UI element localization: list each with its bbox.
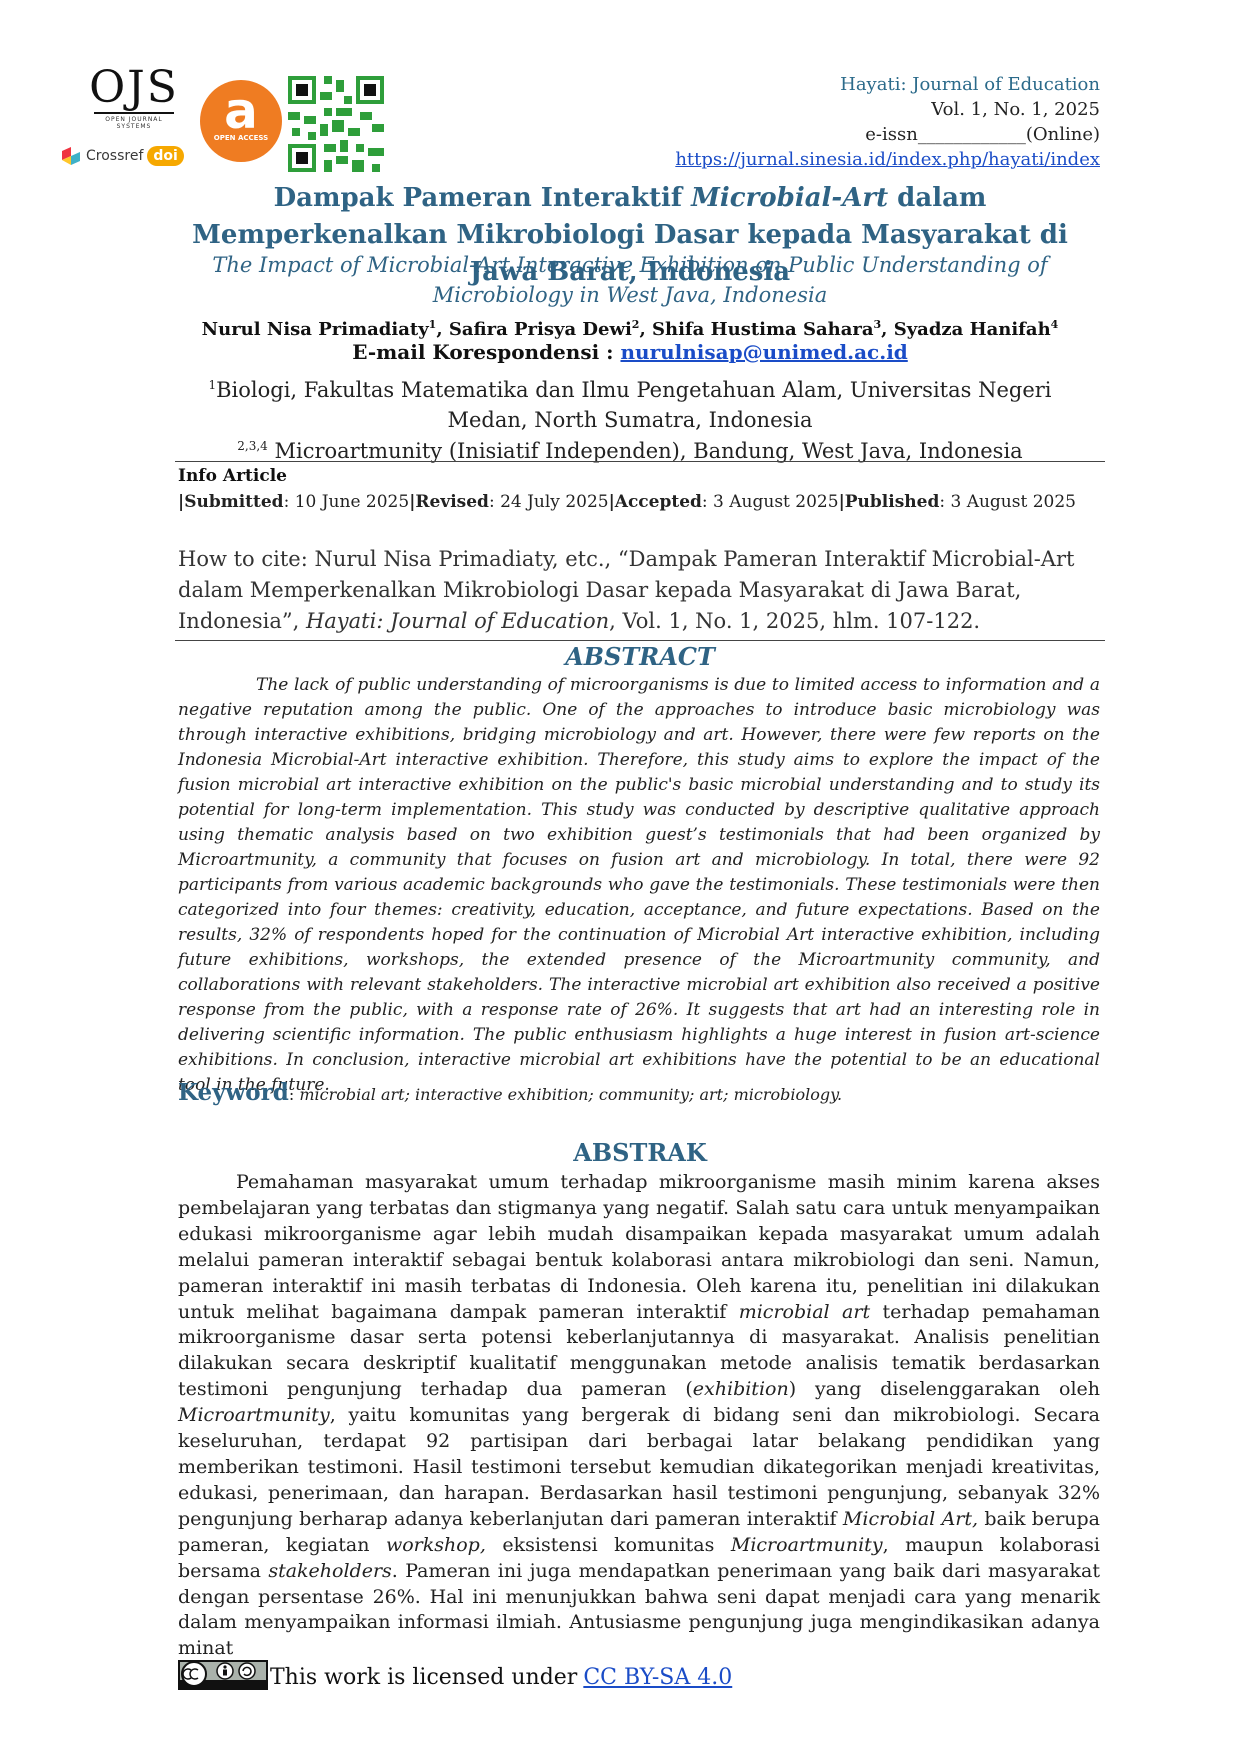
- abstrak-italic: Microbial Art,: [842, 1507, 979, 1530]
- affiliation-2-sup: 2,3,4: [237, 439, 268, 453]
- ojs-logo: OJS OPEN JOURNAL SYSTEMS: [88, 62, 180, 131]
- abstrak-span: baik berupa pameran, kegiatan: [178, 1507, 1100, 1556]
- info-article-heading: Info Article: [178, 466, 287, 486]
- ojs-logo-subtitle: OPEN JOURNAL SYSTEMS: [105, 116, 163, 130]
- submitted-label: Submitted: [184, 492, 284, 512]
- author-sup: 1: [428, 318, 437, 331]
- ojs-logo-mark: OJS: [89, 62, 179, 113]
- submitted-date: : 10 June 2025: [283, 492, 410, 512]
- affiliation-1: 1Biologi, Fakultas Matematika dan Ilmu P…: [180, 370, 1080, 435]
- license-footer: This work is licensed under CC BY-SA 4.0: [178, 1660, 882, 1690]
- open-access-logo: a OPEN ACCESS: [200, 80, 282, 162]
- article-title-english: The Impact of Microbial-Art Interactive …: [212, 253, 1048, 307]
- abstrak-span: Pemahaman masyarakat umum terhadap mikro…: [178, 1171, 1100, 1323]
- abstract-text: The lack of public understanding of micr…: [178, 675, 1100, 1095]
- doi-badge: doi: [147, 146, 184, 166]
- journal-url-link[interactable]: https://jurnal.sinesia.id/index.php/haya…: [675, 149, 1100, 170]
- cite-journal: Hayati: Journal of Education: [305, 609, 610, 633]
- accepted-date: : 3 August 2025: [701, 492, 839, 512]
- published-label: Published: [844, 492, 940, 512]
- title-part-2: dalam Memperkenalkan Mikrobiologi Dasar …: [192, 183, 1068, 287]
- keywords: Keyword: microbial art; interactive exhi…: [178, 1078, 1100, 1110]
- published-date: : 3 August 2025: [939, 492, 1076, 512]
- abstrak-text: Pemahaman masyarakat umum terhadap mikro…: [178, 1170, 1100, 1662]
- revised-label: Revised: [415, 492, 489, 512]
- abstrak-italic: Microartmunity: [178, 1404, 330, 1427]
- revised-date: : 24 July 2025: [488, 492, 609, 512]
- author-name: Safira Prisya Dewi: [448, 319, 632, 340]
- journal-header: Hayati: Journal of Education Vol. 1, No.…: [675, 72, 1100, 172]
- crossref-logo: Crossref doi: [60, 142, 184, 170]
- author-sup: 2: [631, 318, 640, 331]
- email-link[interactable]: nurulnisap@unimed.ac.id: [620, 340, 908, 364]
- cc-by-sa-badge-icon: [178, 1660, 268, 1690]
- title-italic: Microbial-Art: [691, 183, 889, 213]
- divider-top: [175, 461, 1105, 462]
- bar: |: [409, 492, 416, 512]
- abstrak-heading: ABSTRAK: [573, 1138, 707, 1167]
- author-separator: ,: [436, 319, 449, 340]
- email-label: E-mail Korespondensi :: [352, 340, 621, 364]
- author-sup: 3: [873, 318, 882, 331]
- license-link[interactable]: CC BY-SA 4.0: [583, 1665, 733, 1690]
- cite-prefix: How to cite: Nurul Nisa Primadiaty, etc.…: [178, 547, 1075, 633]
- qr-code-icon[interactable]: [288, 76, 384, 172]
- author-list: Nurul Nisa Primadiaty1, Safira Prisya De…: [150, 312, 1110, 343]
- affiliation-1-sup: 1: [208, 378, 217, 392]
- abstrak-span: , yaitu komunitas yang bergerak di bidan…: [178, 1404, 1100, 1530]
- bar: |: [178, 492, 185, 512]
- author-sup: 4: [1050, 318, 1059, 331]
- open-access-glyph: a: [224, 82, 258, 140]
- abstrak-italic: workshop,: [385, 1533, 486, 1556]
- author-name: Shifa Hustima Sahara: [652, 319, 874, 340]
- license-text: This work is licensed under: [270, 1665, 578, 1690]
- keyword-colon: :: [288, 1085, 300, 1104]
- ojs-logo-rule: [94, 112, 174, 114]
- keyword-label: Keyword: [178, 1079, 289, 1106]
- abstract-heading: ABSTRACT: [565, 642, 715, 671]
- journal-name: Hayati: Journal of Education: [840, 74, 1100, 95]
- divider-cite: [175, 640, 1105, 641]
- open-access-text: OPEN ACCESS: [213, 134, 269, 142]
- affiliation-2-text: Microartmunity (Inisiatif Independen), B…: [267, 439, 1023, 463]
- bar: |: [608, 492, 615, 512]
- abstrak-italic: Microartmunity: [730, 1533, 883, 1556]
- abstrak-span: eksistensi komunitas: [485, 1533, 731, 1556]
- abstrak-span: terhadap pemahaman mikroorganisme dasar …: [178, 1300, 1101, 1401]
- abstrak-italic: microbial art: [738, 1300, 871, 1323]
- article-title: Dampak Pameran Interaktif Microbial-Art …: [175, 180, 1085, 291]
- author-name: Syadza Hanifah: [893, 319, 1051, 340]
- author-separator: ,: [639, 319, 652, 340]
- accepted-label: Accepted: [614, 492, 702, 512]
- abstrak-span: ) yang diselenggarakan oleh: [788, 1378, 1100, 1401]
- title-part-1: Dampak Pameran Interaktif: [273, 183, 692, 213]
- crossref-icon: [62, 147, 80, 165]
- correspondence-email: E-mail Korespondensi : nurulnisap@unimed…: [150, 338, 1110, 366]
- keyword-list: microbial art; interactive exhibition; c…: [299, 1085, 843, 1104]
- bar: |: [838, 492, 845, 512]
- crossref-text: Crossref: [86, 148, 144, 164]
- cite-suffix: , Vol. 1, No. 1, 2025, hlm. 107-122.: [609, 609, 981, 633]
- how-to-cite: How to cite: Nurul Nisa Primadiaty, etc.…: [178, 544, 1108, 637]
- affiliation-1-text: Biologi, Fakultas Matematika dan Ilmu Pe…: [216, 378, 1052, 432]
- abstrak-italic: stakeholders: [268, 1559, 392, 1582]
- affiliation-2: 2,3,4 Microartmunity (Inisiatif Independ…: [180, 431, 1080, 466]
- abstrak-italic: exhibition: [692, 1378, 789, 1401]
- journal-eissn: e-issn____________(Online): [865, 124, 1100, 145]
- journal-volume: Vol. 1, No. 1, 2025: [931, 99, 1100, 120]
- abstrak-span: , maupun kolaborasi bersama: [178, 1533, 1100, 1582]
- article-dates: |Submitted: 10 June 2025|Revised: 24 Jul…: [178, 490, 1078, 514]
- abstrak-span: . Pameran ini juga mendapatkan penerimaa…: [178, 1559, 1101, 1660]
- author-name: Nurul Nisa Primadiaty: [201, 319, 429, 340]
- author-separator: ,: [881, 319, 894, 340]
